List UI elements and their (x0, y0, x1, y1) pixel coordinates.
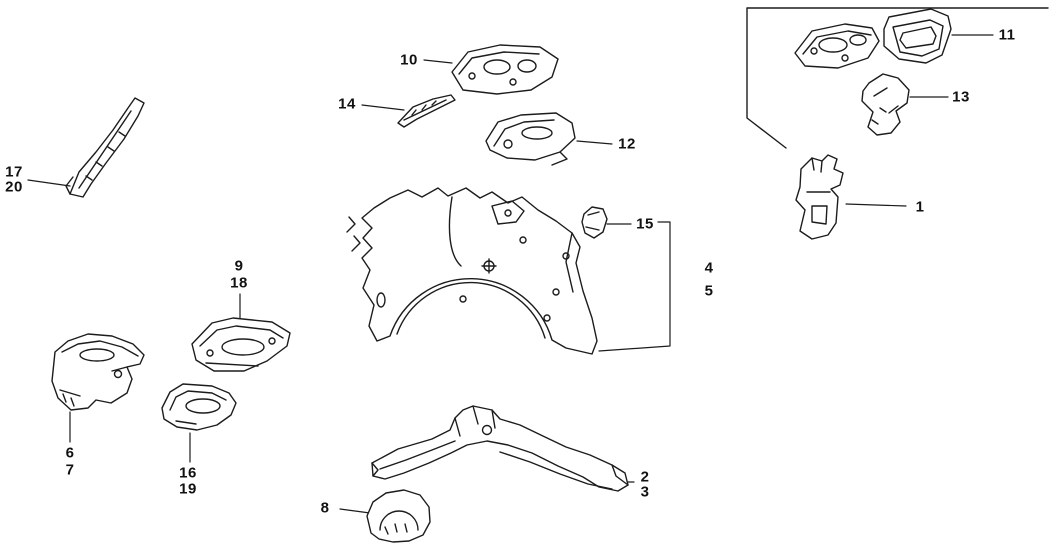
part-17-20-strip (65, 97, 145, 198)
callout-label-12: 12 (618, 135, 636, 153)
callout-label-8: 8 (320, 499, 330, 517)
leader-1 (845, 203, 907, 207)
leader-4-5 (598, 221, 671, 352)
part-14-strip (397, 94, 456, 128)
callout-label-16: 16 (179, 464, 197, 482)
inset-tray-plate (794, 23, 880, 69)
callout-label-10: 10 (400, 51, 418, 69)
callout-label-14: 14 (338, 95, 356, 113)
part-6-7-bracket (51, 333, 145, 411)
part-10-plate (451, 44, 559, 95)
callout-label-9: 9 (234, 257, 244, 275)
callout-label-19: 19 (179, 480, 197, 498)
part-16-19-bracket (161, 383, 237, 431)
part-9-18-plate (191, 317, 291, 372)
part-11-plate (883, 8, 952, 64)
callout-label-13: 13 (952, 88, 970, 106)
leader-8 (339, 508, 371, 514)
leader-10 (423, 59, 453, 64)
part-2-3-rail (371, 405, 629, 492)
leader-14 (361, 104, 405, 111)
callout-label-15: 15 (636, 215, 654, 233)
leader-17-20 (27, 179, 71, 187)
inset-boundary (746, 7, 1049, 149)
leader-12 (576, 140, 613, 145)
callout-label-11: 11 (998, 26, 1016, 44)
part-4-5-wheelhouse-panel (346, 187, 598, 355)
part-1-bracket (795, 154, 844, 240)
part-8-arch-bracket (366, 489, 431, 543)
callout-label-6: 6 (65, 444, 75, 462)
part-13-bracket (861, 73, 910, 136)
callout-label-1: 1 (915, 198, 925, 216)
callout-label-5: 5 (704, 282, 714, 300)
callout-label-18: 18 (230, 274, 248, 292)
callout-label-2: 2 (640, 468, 650, 486)
part-15-clip (581, 206, 608, 239)
callout-label-7: 7 (65, 461, 75, 479)
callout-label-4: 4 (704, 259, 714, 277)
leader-lines (27, 34, 994, 514)
part-12-bracket (485, 112, 576, 166)
callout-label-20: 20 (5, 178, 23, 196)
callout-label-17: 17 (5, 163, 23, 181)
callout-label-3: 3 (640, 483, 650, 501)
